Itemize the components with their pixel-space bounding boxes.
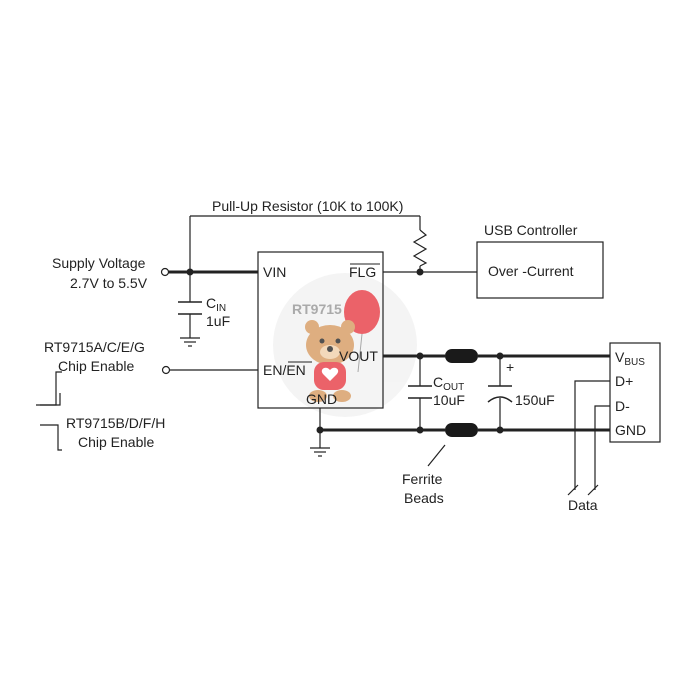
watermark-bear-icon (273, 273, 417, 417)
cin-value: 1uF (206, 313, 230, 329)
pin-vin: VIN (263, 264, 286, 280)
ferrite-bead-gnd-icon (445, 423, 478, 437)
enable-b-label: Chip Enable (78, 434, 154, 450)
cin-ground-icon (180, 337, 200, 347)
enable-a-label: Chip Enable (58, 358, 134, 374)
enable-terminal (161, 365, 171, 375)
bulk-value: 150uF (515, 392, 555, 408)
enable-b-part: RT9715B/D/F/H (66, 415, 165, 431)
usb-gnd-label: GND (615, 422, 646, 438)
ferrite-label-line1: Ferrite (402, 471, 443, 487)
cout-value: 10uF (433, 392, 465, 408)
usb-port-box (609, 342, 661, 443)
over-current-box (476, 241, 604, 299)
supply-range-label: 2.7V to 5.5V (70, 275, 148, 291)
bulk-plus: + (506, 359, 514, 375)
cout-label: COUT (433, 374, 464, 393)
ic-name: RT9715 (292, 301, 342, 317)
rt9715-ic (257, 251, 384, 409)
pin-gnd: GND (306, 391, 337, 407)
supply-terminal (160, 267, 170, 277)
junction-dots (186, 268, 504, 434)
dminus-label: D- (615, 398, 630, 414)
ferrite-label-line2: Beads (404, 490, 444, 506)
pin-vout: VOUT (339, 348, 378, 364)
supply-voltage-label: Supply Voltage (52, 255, 146, 271)
pin-en: EN/EN (263, 362, 306, 378)
cin-label: CIN (206, 295, 226, 314)
over-current-label: Over -Current (488, 263, 574, 279)
cin-capacitor-icon (178, 301, 202, 315)
bulk-capacitor-icon (487, 385, 513, 403)
cout-capacitor-icon (408, 385, 432, 399)
data-label: Data (568, 497, 598, 513)
ferrite-bead-vbus-icon (445, 349, 478, 363)
usb-controller-label: USB Controller (484, 222, 578, 238)
pin-flg: FLG (349, 264, 376, 280)
enable-a-part: RT9715A/C/E/G (44, 339, 145, 355)
enable-a-waveform (36, 371, 62, 406)
vbus-label: VBUS (615, 349, 645, 368)
dplus-label: D+ (615, 373, 633, 389)
ic-ground-icon (310, 447, 330, 457)
pullup-label: Pull-Up Resistor (10K to 100K) (212, 198, 403, 214)
